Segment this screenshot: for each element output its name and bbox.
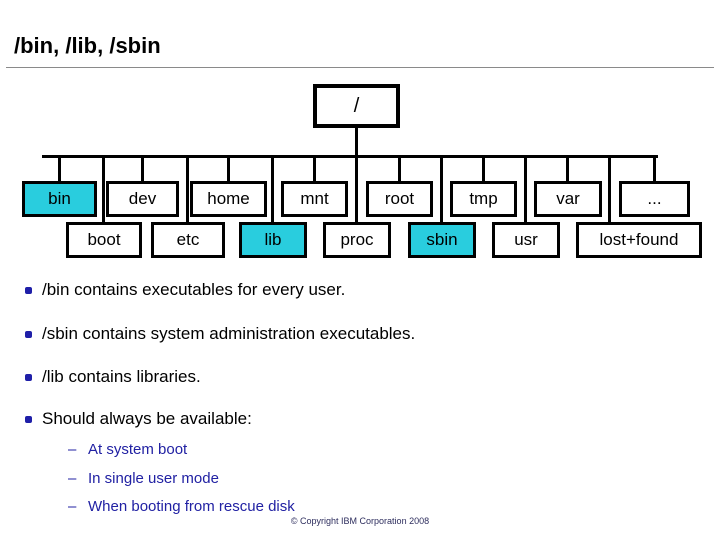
connector-horizontal xyxy=(42,155,658,158)
connector-sbin xyxy=(440,157,443,223)
connector-lost-found xyxy=(608,157,611,223)
connector-usr xyxy=(524,157,527,223)
tree-node-bin: bin xyxy=(22,181,97,217)
connector-tmp xyxy=(482,157,485,182)
connector-mnt xyxy=(313,157,316,182)
bullet-dot xyxy=(25,374,32,381)
sub-bullet-item: In single user mode xyxy=(88,470,219,487)
sub-bullet-dash: – xyxy=(68,441,77,458)
tree-node-tmp: tmp xyxy=(450,181,517,217)
sub-bullet-item: At system boot xyxy=(88,441,188,458)
connector-lib xyxy=(271,157,274,223)
tree-node-root: / xyxy=(313,84,400,128)
tree-node-boot: boot xyxy=(66,222,142,258)
copyright-footer: © Copyright IBM Corporation 2008 xyxy=(290,516,430,526)
tree-node-ellipsis: ... xyxy=(619,181,690,217)
connector-var xyxy=(566,157,569,182)
tree-node-var: var xyxy=(534,181,602,217)
sub-bullet-item: When booting from rescue disk xyxy=(88,498,295,515)
tree-node-root-dir: root xyxy=(366,181,433,217)
bullet-dot xyxy=(25,416,32,423)
tree-node-lost-found: lost+found xyxy=(576,222,702,258)
tree-node-sbin: sbin xyxy=(408,222,476,258)
tree-node-mnt: mnt xyxy=(281,181,348,217)
connector-trunk xyxy=(355,128,358,156)
tree-node-etc: etc xyxy=(151,222,225,258)
bullet-dot xyxy=(25,287,32,294)
connector-bin xyxy=(58,157,61,182)
bullet-item: /lib contains libraries. xyxy=(42,367,201,386)
connector-etc xyxy=(186,157,189,223)
bullet-item: /bin contains executables for every user… xyxy=(42,280,346,299)
title-divider xyxy=(6,67,714,68)
connector-home xyxy=(227,157,230,182)
slide-title: /bin, /lib, /sbin xyxy=(14,33,161,58)
bullet-item: Should always be available: xyxy=(42,409,252,428)
connector-dev xyxy=(141,157,144,182)
tree-node-dev: dev xyxy=(106,181,179,217)
bullet-dot xyxy=(25,331,32,338)
sub-bullet-dash: – xyxy=(68,470,77,487)
tree-node-lib: lib xyxy=(239,222,307,258)
sub-bullet-dash: – xyxy=(68,498,77,515)
tree-node-usr: usr xyxy=(492,222,560,258)
connector-boot xyxy=(102,157,105,223)
bullet-item: /sbin contains system administration exe… xyxy=(42,324,416,343)
connector-dots xyxy=(653,157,656,182)
connector-root-dir xyxy=(398,157,401,182)
connector-proc xyxy=(355,157,358,223)
tree-node-home: home xyxy=(190,181,267,217)
tree-node-proc: proc xyxy=(323,222,391,258)
